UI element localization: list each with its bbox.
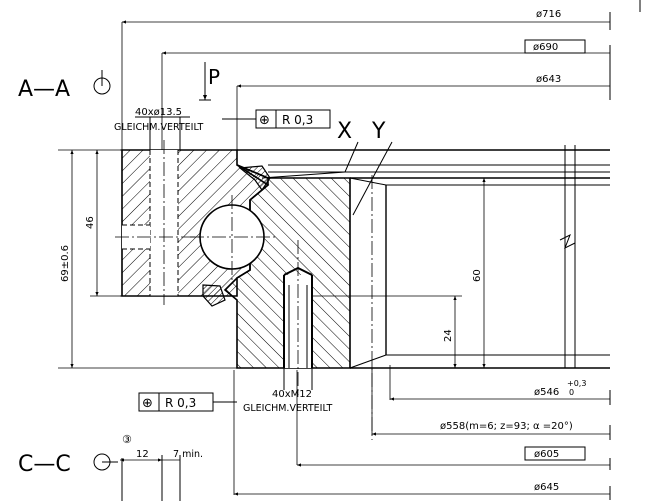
section-a-text: A—A (18, 77, 70, 102)
top-hole-distribution: GLEICHM.VERTEILT (114, 122, 203, 133)
dim-c7: 7 min. (173, 449, 203, 460)
detail-y-label: Y (371, 119, 386, 144)
dim-d645: ø645 (534, 482, 559, 493)
dim-d546-tol-lower: 0 (569, 388, 574, 397)
bottom-hole-distribution: GLEICHM.VERTEILT (243, 403, 332, 414)
dim-d605: ø605 (534, 449, 559, 460)
top-hole-callout: 40xø13.5 GLEICHM.VERTEILT (114, 107, 203, 150)
top-tolerance-frame: ⊕ R 0,3 (222, 109, 331, 129)
gear-region (120, 145, 610, 440)
bottom-tolerance-symbol: ⊕ (142, 396, 153, 411)
diameter-dimensions: ø716 ø690 ø643 ø546 +0,3 0 ø558(m=6; z=9… (121, 0, 641, 500)
top-hole-count: 40xø13.5 (135, 107, 182, 118)
section-c-label: C—C ③ (18, 433, 132, 477)
dim-h60: 60 (472, 269, 483, 282)
ball-raceway (190, 195, 275, 280)
dim-d643: ø643 (536, 74, 561, 85)
bottom-hole-count: 40xM12 (272, 389, 312, 400)
section-a-label: A—A (18, 70, 111, 102)
bottom-tolerance-frame: ⊕ R 0,3 (138, 392, 237, 412)
detail-markers: X Y (261, 119, 393, 216)
force-p-arrow: P (199, 62, 220, 101)
bottom-tolerance-value: R 0,3 (165, 396, 196, 410)
detail-x-label: X (337, 119, 352, 144)
dim-h69: 69±0.6 (60, 245, 71, 282)
top-tolerance-symbol: ⊕ (259, 113, 270, 128)
force-p-label: P (208, 65, 220, 89)
dim-d690: ø690 (533, 42, 558, 53)
height-dimensions: 69±0.6 46 60 24 (58, 149, 486, 369)
dim-h46: 46 (85, 216, 96, 229)
top-tolerance-value: R 0,3 (282, 113, 313, 127)
note-circle-3: ③ (122, 433, 132, 446)
dim-d546-tol-upper: +0,3 (567, 379, 586, 388)
dim-c12: 12 (136, 449, 149, 460)
dim-d546: ø546 (534, 387, 559, 398)
section-c-text: C—C (18, 452, 71, 477)
dim-h24: 24 (443, 329, 454, 342)
section-c-dims: 12 7 min. (120, 449, 203, 501)
bottom-hole-callout: 40xM12 GLEICHM.VERTEILT (243, 368, 332, 414)
dim-d716: ø716 (536, 9, 561, 20)
dim-d558: ø558(m=6; z=93; α =20°) (440, 421, 573, 432)
